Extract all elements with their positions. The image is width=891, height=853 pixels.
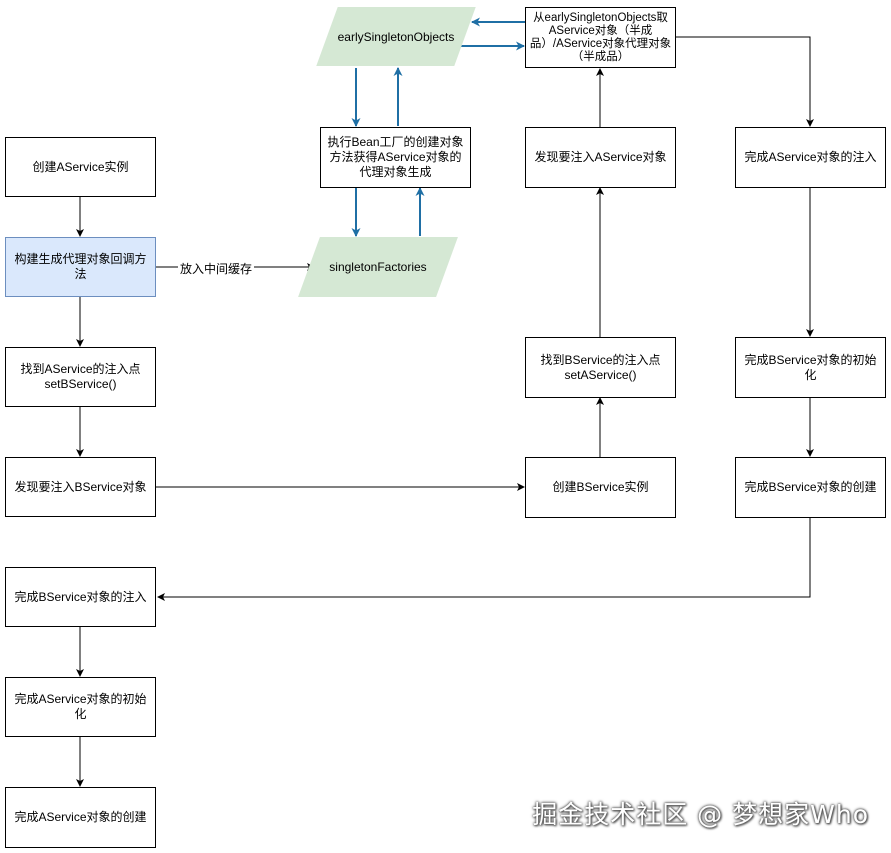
finish-bservice-init-node: 完成BService对象的初始化 — [735, 337, 886, 398]
finish-aservice-create-node: 完成AService对象的创建 — [5, 787, 156, 848]
watermark: 掘金技术社区 @ 梦想家Who — [532, 800, 869, 829]
find-aservice-injection-node: 找到AService的注入点 setBService() — [5, 347, 156, 407]
early-singleton-objects-cache: earlySingletonObjects — [316, 7, 476, 66]
put-cache-edge-label: 放入中间缓存 — [178, 260, 255, 277]
find-bservice-injection-node: 找到BService的注入点 setAService() — [525, 337, 676, 398]
finish-bservice-create-node: 完成BService对象的创建 — [735, 457, 886, 518]
finish-bservice-injection-node: 完成BService对象的注入 — [5, 567, 156, 627]
finish-aservice-init-node: 完成AService对象的初始化 — [5, 677, 156, 737]
get-from-early-node: 从earlySingletonObjects取AService对象（半成品）/A… — [525, 7, 676, 68]
exec-bean-factory-node: 执行Bean工厂的创建对象方法获得AService对象的代理对象生成 — [320, 127, 471, 188]
edge-b-create-to-finish-b-injection — [157, 517, 811, 601]
discover-bservice-node: 发现要注入BService对象 — [5, 457, 156, 517]
build-proxy-callback-node: 构建生成代理对象回调方法 — [5, 237, 156, 297]
singleton-factories-cache: singletonFactories — [298, 237, 458, 297]
edge-get-early-to-finish-a-injection — [675, 36, 814, 127]
finish-aservice-injection-node: 完成AService对象的注入 — [735, 127, 886, 188]
create-aservice-node: 创建AService实例 — [5, 137, 156, 197]
discover-aservice-node: 发现要注入AService对象 — [525, 127, 676, 188]
early-singleton-objects-label: earlySingletonObjects — [337, 29, 455, 44]
create-bservice-node: 创建BService实例 — [525, 457, 676, 518]
singleton-factories-label: singletonFactories — [329, 260, 427, 274]
